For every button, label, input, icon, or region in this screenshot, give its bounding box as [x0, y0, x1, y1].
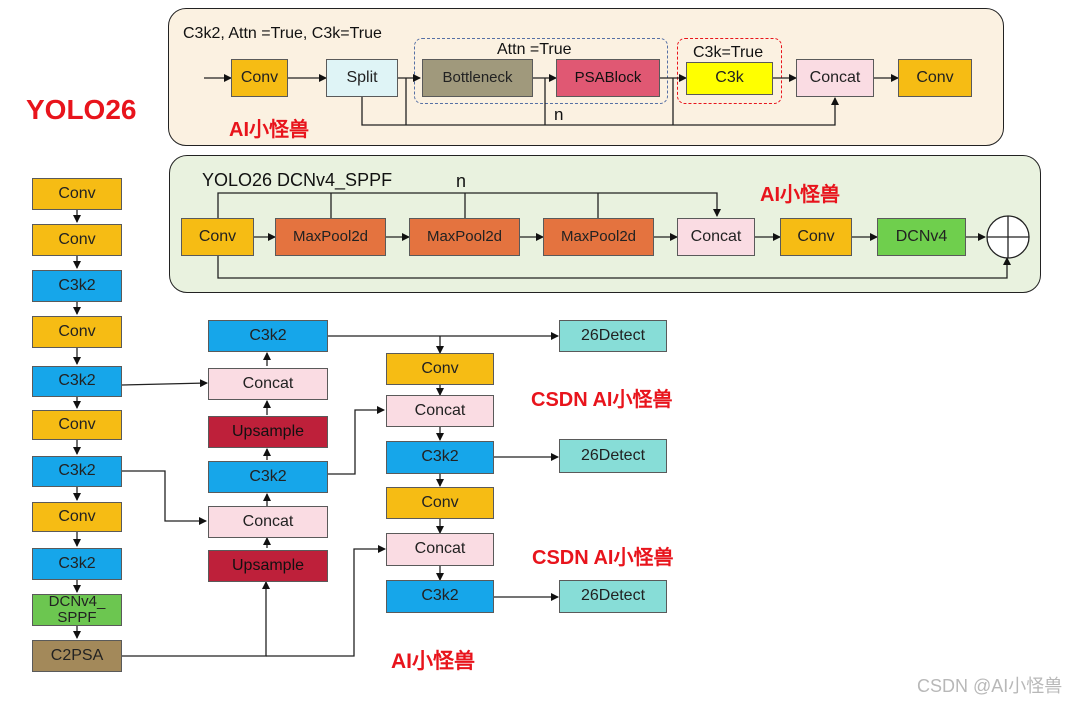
add-operator-icon: [986, 215, 1030, 259]
maxpool-block-3: MaxPool2d: [543, 218, 654, 256]
sppf-conv-out-block: Conv: [780, 218, 852, 256]
neck-up-upsample-1: Upsample: [208, 416, 328, 448]
watermark-bottom: AI小怪兽: [391, 650, 475, 673]
neck-down-concat-1: Concat: [386, 395, 494, 427]
c3k-block: C3k: [686, 62, 773, 95]
neck-up-upsample-2: Upsample: [208, 550, 328, 582]
backbone-conv-1: Conv: [32, 178, 122, 210]
watermark-csdn-1: CSDN AI小怪兽: [531, 389, 673, 411]
neck-up-c3k2-top: C3k2: [208, 320, 328, 352]
watermark-sppf: AI小怪兽: [760, 184, 840, 206]
maxpool-block-2: MaxPool2d: [409, 218, 520, 256]
bottleneck-block: Bottleneck: [422, 59, 533, 97]
watermark-csdn-2: CSDN AI小怪兽: [532, 547, 674, 569]
backbone-c3k2-2: C3k2: [32, 366, 122, 397]
c3k-group: [677, 38, 782, 104]
attn-group-label: Attn =True: [497, 41, 572, 58]
neck-up-concat-1: Concat: [208, 368, 328, 400]
backbone-conv-2: Conv: [32, 224, 122, 256]
backbone-conv-5: Conv: [32, 502, 122, 532]
psablock-block: PSABlock: [556, 59, 660, 97]
top-conv-in-block: Conv: [231, 59, 288, 97]
sppf-conv-in-block: Conv: [181, 218, 254, 256]
c3k-group-label: C3k=True: [693, 44, 764, 61]
attn-group: [414, 38, 668, 104]
footer-watermark: CSDN @AI小怪兽: [917, 676, 1063, 696]
backbone-c3k2-4: C3k2: [32, 548, 122, 580]
neck-down-concat-2: Concat: [386, 533, 494, 566]
detect-head-1: 26Detect: [559, 320, 667, 352]
yolo26-title: YOLO26: [26, 94, 137, 125]
backbone-c3k2-1: C3k2: [32, 270, 122, 302]
neck-down-conv-1: Conv: [386, 353, 494, 385]
c3k2-panel-title: C3k2, Attn =True, C3k=True: [183, 25, 382, 42]
neck-down-c3k2-1: C3k2: [386, 441, 494, 474]
sppf-panel-title: YOLO26 DCNv4_SPPF: [202, 170, 393, 190]
backbone-conv-3: Conv: [32, 316, 122, 348]
neck-up-c3k2-mid: C3k2: [208, 461, 328, 493]
top-conv-out-block: Conv: [898, 59, 972, 97]
backbone-conv-4: Conv: [32, 410, 122, 440]
backbone-c3k2-3: C3k2: [32, 456, 122, 487]
repeat-n-label: n: [554, 105, 564, 124]
neck-down-c3k2-2: C3k2: [386, 580, 494, 613]
maxpool-block-1: MaxPool2d: [275, 218, 386, 256]
detect-head-2: 26Detect: [559, 439, 667, 473]
backbone-dcnv4-sppf: DCNv4_ SPPF: [32, 594, 122, 626]
neck-down-conv-2: Conv: [386, 487, 494, 519]
sppf-n-label: n: [456, 171, 467, 191]
sppf-concat-block: Concat: [677, 218, 755, 256]
neck-up-concat-2: Concat: [208, 506, 328, 538]
watermark-top: AI小怪兽: [229, 119, 309, 141]
detect-head-3: 26Detect: [559, 580, 667, 613]
dcnv4-block: DCNv4: [877, 218, 966, 256]
top-concat-block: Concat: [796, 59, 874, 97]
backbone-c2psa: C2PSA: [32, 640, 122, 672]
split-block: Split: [326, 59, 398, 97]
